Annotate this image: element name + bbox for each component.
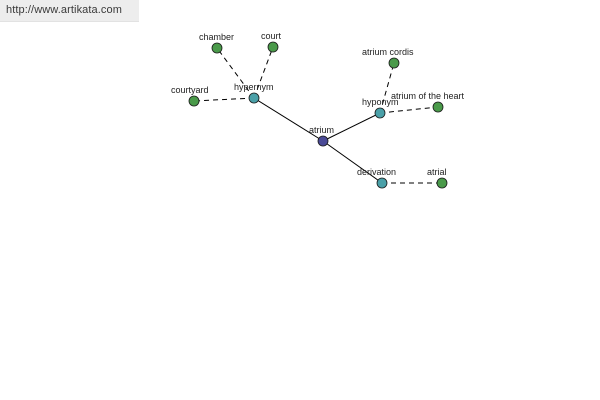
- node-courtyard[interactable]: [188, 95, 200, 107]
- node-label-hyponym[interactable]: hyponym: [362, 97, 399, 107]
- edge-hypernym-to-chamber: [216, 47, 255, 99]
- node-atrium-of-the-heart[interactable]: [432, 101, 444, 113]
- node-atrium[interactable]: [317, 135, 329, 147]
- edges-layer: [193, 46, 442, 184]
- node-chamber[interactable]: [211, 42, 223, 54]
- edge-atrium-to-hypernym: [253, 97, 324, 142]
- node-atrium-cordis[interactable]: [388, 57, 400, 69]
- site-url-text: http://www.artikata.com: [6, 4, 123, 16]
- labels-layer: atrium hypernym hyponym derivation chamber co…: [171, 31, 465, 177]
- edge-hypernym-to-courtyard: [193, 97, 255, 102]
- edge-atrium-to-derivation: [322, 140, 383, 184]
- node-label-derivation[interactable]: derivation: [357, 167, 396, 177]
- node-label-hypernym[interactable]: hypernym: [234, 82, 274, 92]
- node-atrial[interactable]: [436, 177, 448, 189]
- node-label-atrium[interactable]: atrium: [309, 125, 334, 135]
- node-label-atrial[interactable]: atrial: [427, 167, 447, 177]
- node-label-atrium-cordis[interactable]: atrium cordis: [362, 47, 414, 57]
- node-label-court[interactable]: court: [261, 31, 282, 41]
- edge-hyponym-to-atrium-of-the-heart: [379, 106, 439, 114]
- edge-hypernym-to-court: [253, 46, 274, 99]
- node-hypernym[interactable]: [248, 92, 260, 104]
- node-label-courtyard[interactable]: courtyard: [171, 85, 209, 95]
- nodes-layer: [188, 41, 448, 189]
- node-hyponym[interactable]: [374, 107, 386, 119]
- node-derivation[interactable]: [376, 177, 388, 189]
- node-label-atrium-of-the-heart[interactable]: atrium of the heart: [391, 91, 465, 101]
- edge-atrium-to-hyponym: [322, 112, 381, 142]
- node-court[interactable]: [267, 41, 279, 53]
- site-url-banner[interactable]: http://www.artikata.com: [0, 0, 139, 22]
- node-label-chamber[interactable]: chamber: [199, 32, 234, 42]
